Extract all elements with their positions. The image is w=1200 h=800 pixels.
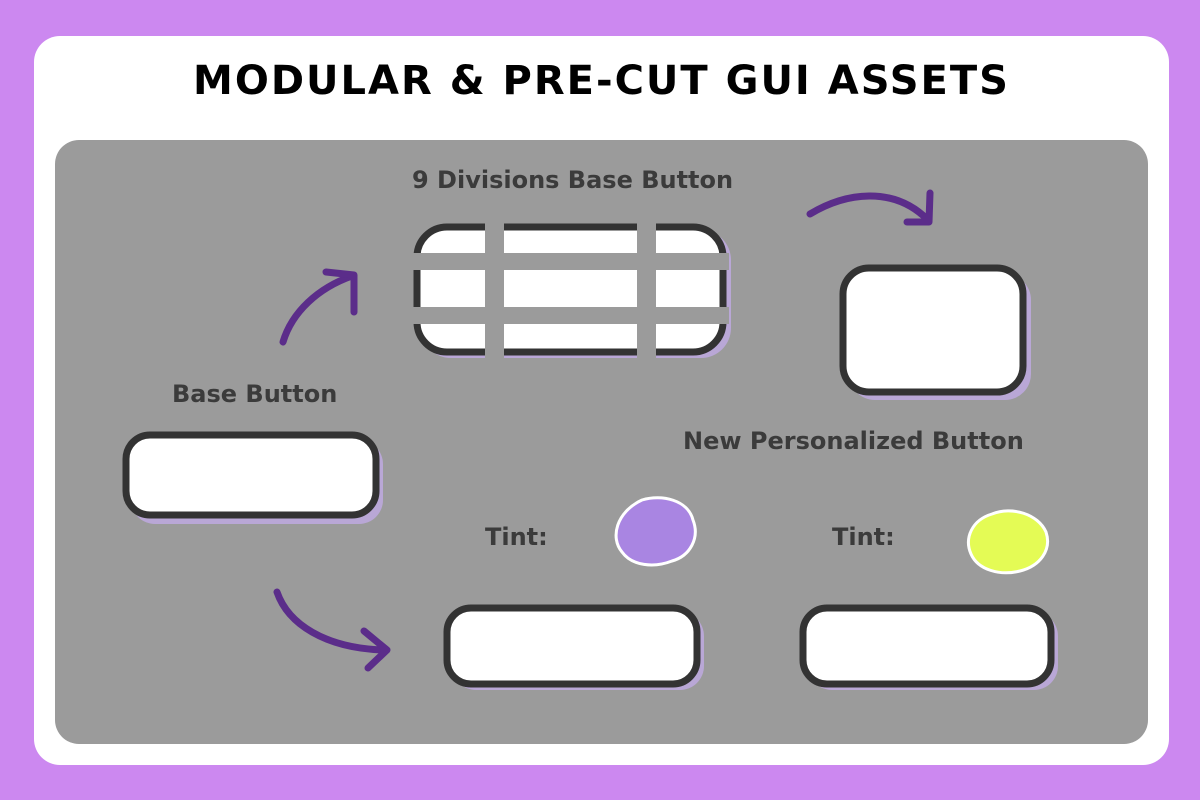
curved-arrow-icon xyxy=(279,268,358,346)
nine-division-cut-lines xyxy=(413,223,729,360)
cut-line-horizontal-top xyxy=(413,253,729,270)
page-title: MODULAR & PRE-CUT GUI ASSETS xyxy=(193,58,1010,104)
cut-line-vertical-left xyxy=(485,223,504,360)
tinted-button-yellow xyxy=(799,604,1058,690)
nine-division-button xyxy=(413,223,731,360)
personalized-button xyxy=(839,264,1031,400)
nine-divisions-label: 9 Divisions Base Button xyxy=(412,166,734,194)
base-button-graphic xyxy=(122,431,383,524)
tinted-button-purple-face xyxy=(443,604,701,688)
paint-blob-icon xyxy=(614,496,697,567)
curved-arrow-icon xyxy=(273,588,391,672)
personalized-button-face xyxy=(839,264,1027,396)
tinted-button-yellow-face xyxy=(799,604,1055,688)
curved-arrow-icon xyxy=(806,189,934,226)
base-button-label: Base Button xyxy=(172,380,338,408)
tint-label-purple: Tint: xyxy=(485,523,548,551)
tinted-button-purple xyxy=(443,604,704,690)
cut-line-vertical-right xyxy=(637,223,656,360)
base-button-face xyxy=(122,431,380,519)
cut-line-horizontal-bottom xyxy=(413,307,729,324)
tint-label-yellow: Tint: xyxy=(832,523,895,551)
paint-blob-icon xyxy=(967,509,1049,575)
new-personalized-label: New Personalized Button xyxy=(683,427,1024,455)
nine-division-face xyxy=(413,223,727,356)
